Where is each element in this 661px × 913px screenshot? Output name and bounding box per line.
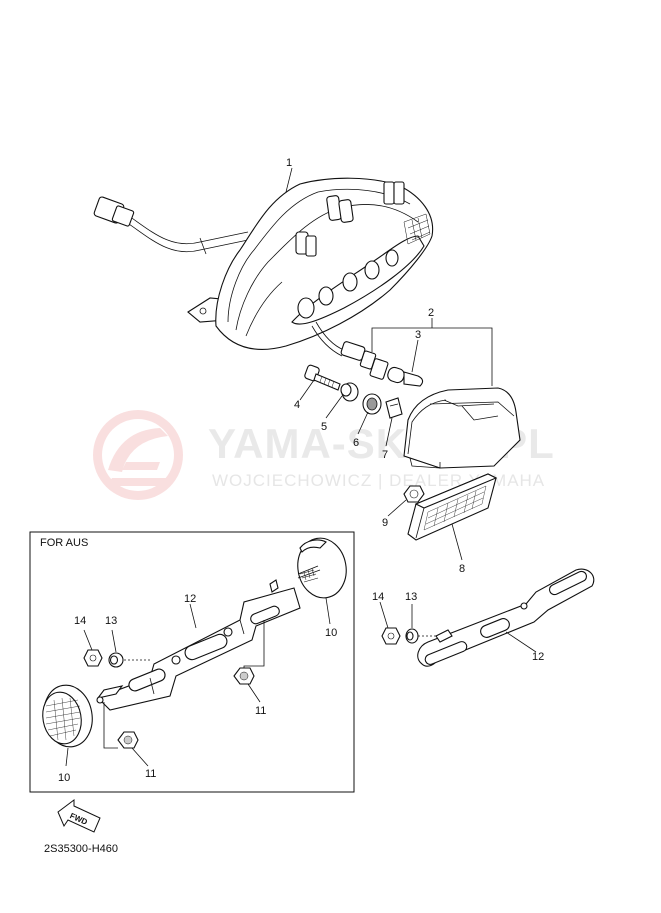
lens-cover [403, 387, 521, 469]
diagram-code: 2S35300-H460 [44, 843, 118, 855]
callout-9: 9 [382, 517, 388, 529]
collar [340, 382, 359, 402]
callout-8: 8 [459, 563, 465, 575]
inset-reflector-lower [42, 684, 93, 748]
callout-11-inset-b: 11 [145, 768, 156, 780]
watermark-logo [93, 410, 183, 500]
inset-bracket [96, 565, 321, 711]
inset-reflector-upper [297, 537, 347, 599]
callout-7: 7 [382, 449, 388, 461]
inset-title: FOR AUS [40, 537, 88, 549]
callout-3: 3 [415, 329, 421, 341]
bulb-socket [340, 341, 424, 387]
inset-collar-13 [108, 652, 124, 668]
grommet [362, 393, 382, 415]
bracket-right [417, 568, 595, 667]
inset-leader-lines [65, 597, 331, 767]
callout-5: 5 [321, 421, 327, 433]
collar-13-right [405, 628, 436, 644]
inset-nut-11-a [233, 667, 255, 685]
inset-box [29, 531, 355, 793]
screw [304, 364, 341, 391]
callout-13-right: 13 [405, 591, 417, 603]
callout-6: 6 [353, 437, 359, 449]
reflector [407, 473, 498, 541]
inset-nut-14 [83, 649, 103, 667]
callout-10-inset-lower: 10 [58, 772, 70, 784]
callout-11-inset-a: 11 [255, 705, 266, 717]
callout-12-right: 12 [532, 651, 544, 663]
clip [385, 397, 403, 419]
callout-12-inset: 12 [184, 593, 196, 605]
callout-10-inset-upper: 10 [325, 627, 337, 639]
nut [403, 485, 425, 503]
callout-labels: 1 2 3 4 5 6 7 8 9 12 13 14 12 13 14 10 1… [58, 157, 544, 784]
fwd-arrow-icon: FWD [57, 799, 101, 833]
callout-2: 2 [428, 307, 434, 319]
leader-lines [285, 167, 537, 653]
tail-light-assembly [93, 177, 434, 357]
callout-13-inset: 13 [105, 615, 117, 627]
nut-14-right [381, 627, 401, 645]
callout-1: 1 [286, 157, 292, 169]
callout-14-inset: 14 [74, 615, 86, 627]
callout-14-right: 14 [372, 591, 384, 603]
callout-4: 4 [294, 399, 300, 411]
inset-nut-11-b [117, 731, 139, 749]
